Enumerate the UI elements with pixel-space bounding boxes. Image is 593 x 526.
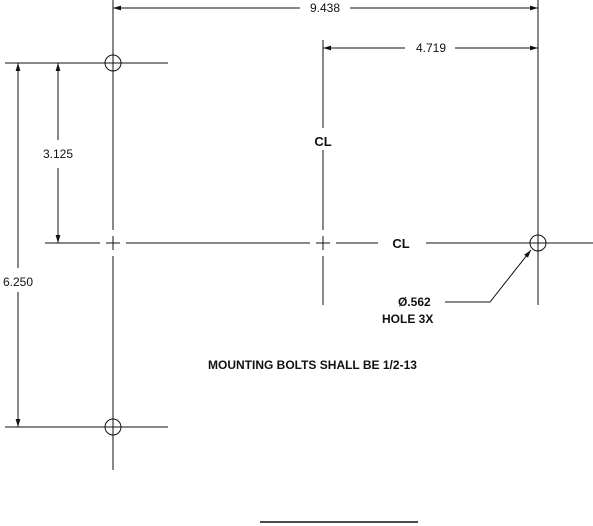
cross-gap-left-4 (110, 250, 116, 256)
cl-vertical-gap (307, 128, 339, 150)
top-left-hole (104, 54, 122, 72)
svg-text:CL: CL (314, 134, 331, 149)
cl-label-gap (378, 234, 426, 252)
cross-gap-left-3 (110, 230, 116, 236)
dim-overall-width: 9.438 (310, 1, 340, 15)
cross-gap-center-2 (310, 240, 316, 246)
cross-gap-center-3 (320, 230, 326, 236)
centerline-symbol-horizontal: CL (392, 236, 409, 251)
hole-diameter-label: Ø.562 (398, 295, 431, 309)
cross-gap-center (330, 240, 336, 246)
mounting-bolts-note: MOUNTING BOLTS SHALL BE 1/2-13 (208, 358, 417, 372)
right-hole (529, 234, 547, 252)
dim-half-width: 4.719 (416, 41, 446, 55)
cross-gap-center-4 (320, 250, 326, 256)
hole-quantity-label: HOLE 3X (382, 312, 433, 326)
cross-gap-left (120, 240, 126, 246)
dim-overall-height: 6.250 (3, 275, 33, 289)
bottom-left-hole (104, 418, 122, 436)
svg-text:CL: CL (392, 236, 409, 251)
dim-half-height: 3.125 (43, 147, 73, 161)
hole-callout-leader (445, 249, 532, 303)
centerline-symbol-vertical: CL (314, 134, 331, 149)
cross-gap-left-2 (100, 240, 106, 246)
